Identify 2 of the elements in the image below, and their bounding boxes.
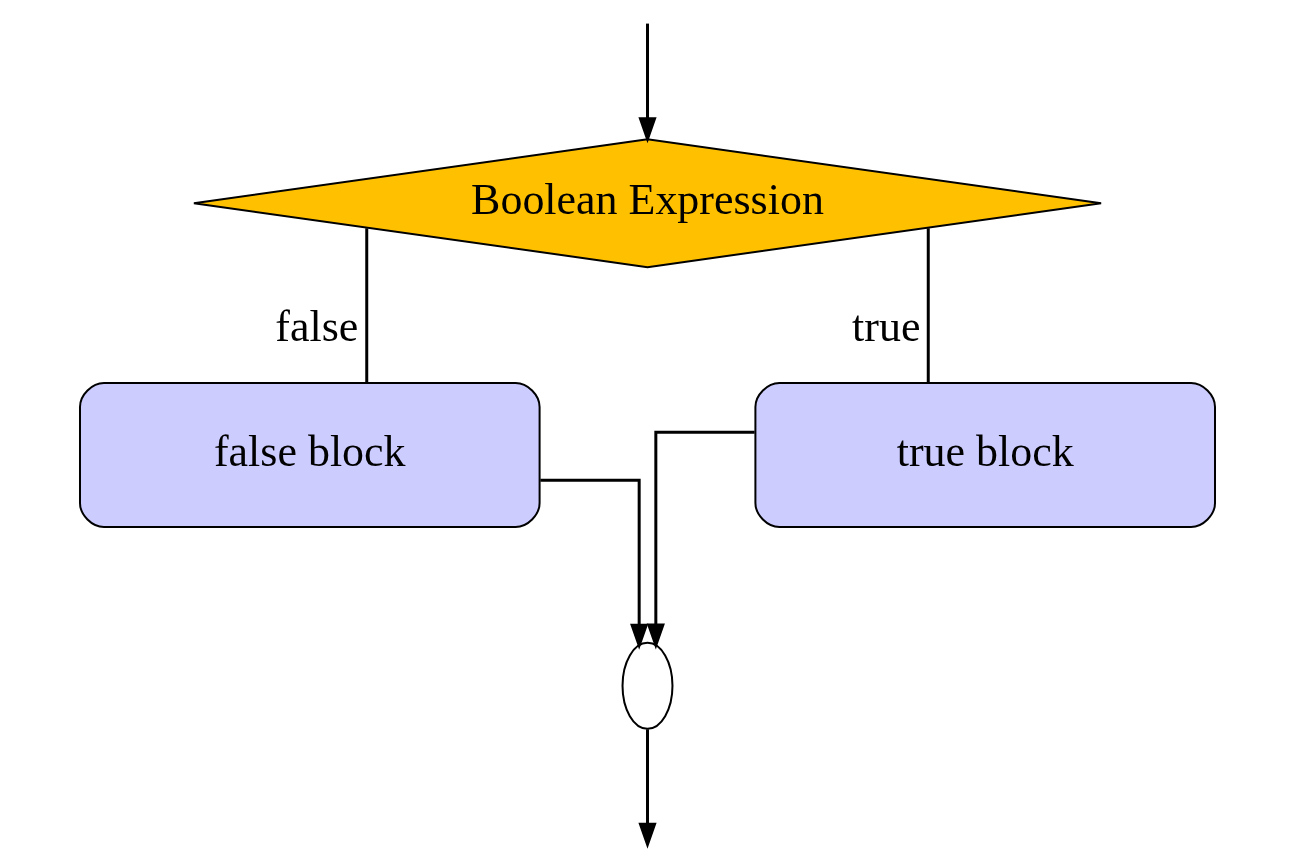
edge-label: true xyxy=(852,301,921,351)
edge-label: false xyxy=(275,301,359,351)
